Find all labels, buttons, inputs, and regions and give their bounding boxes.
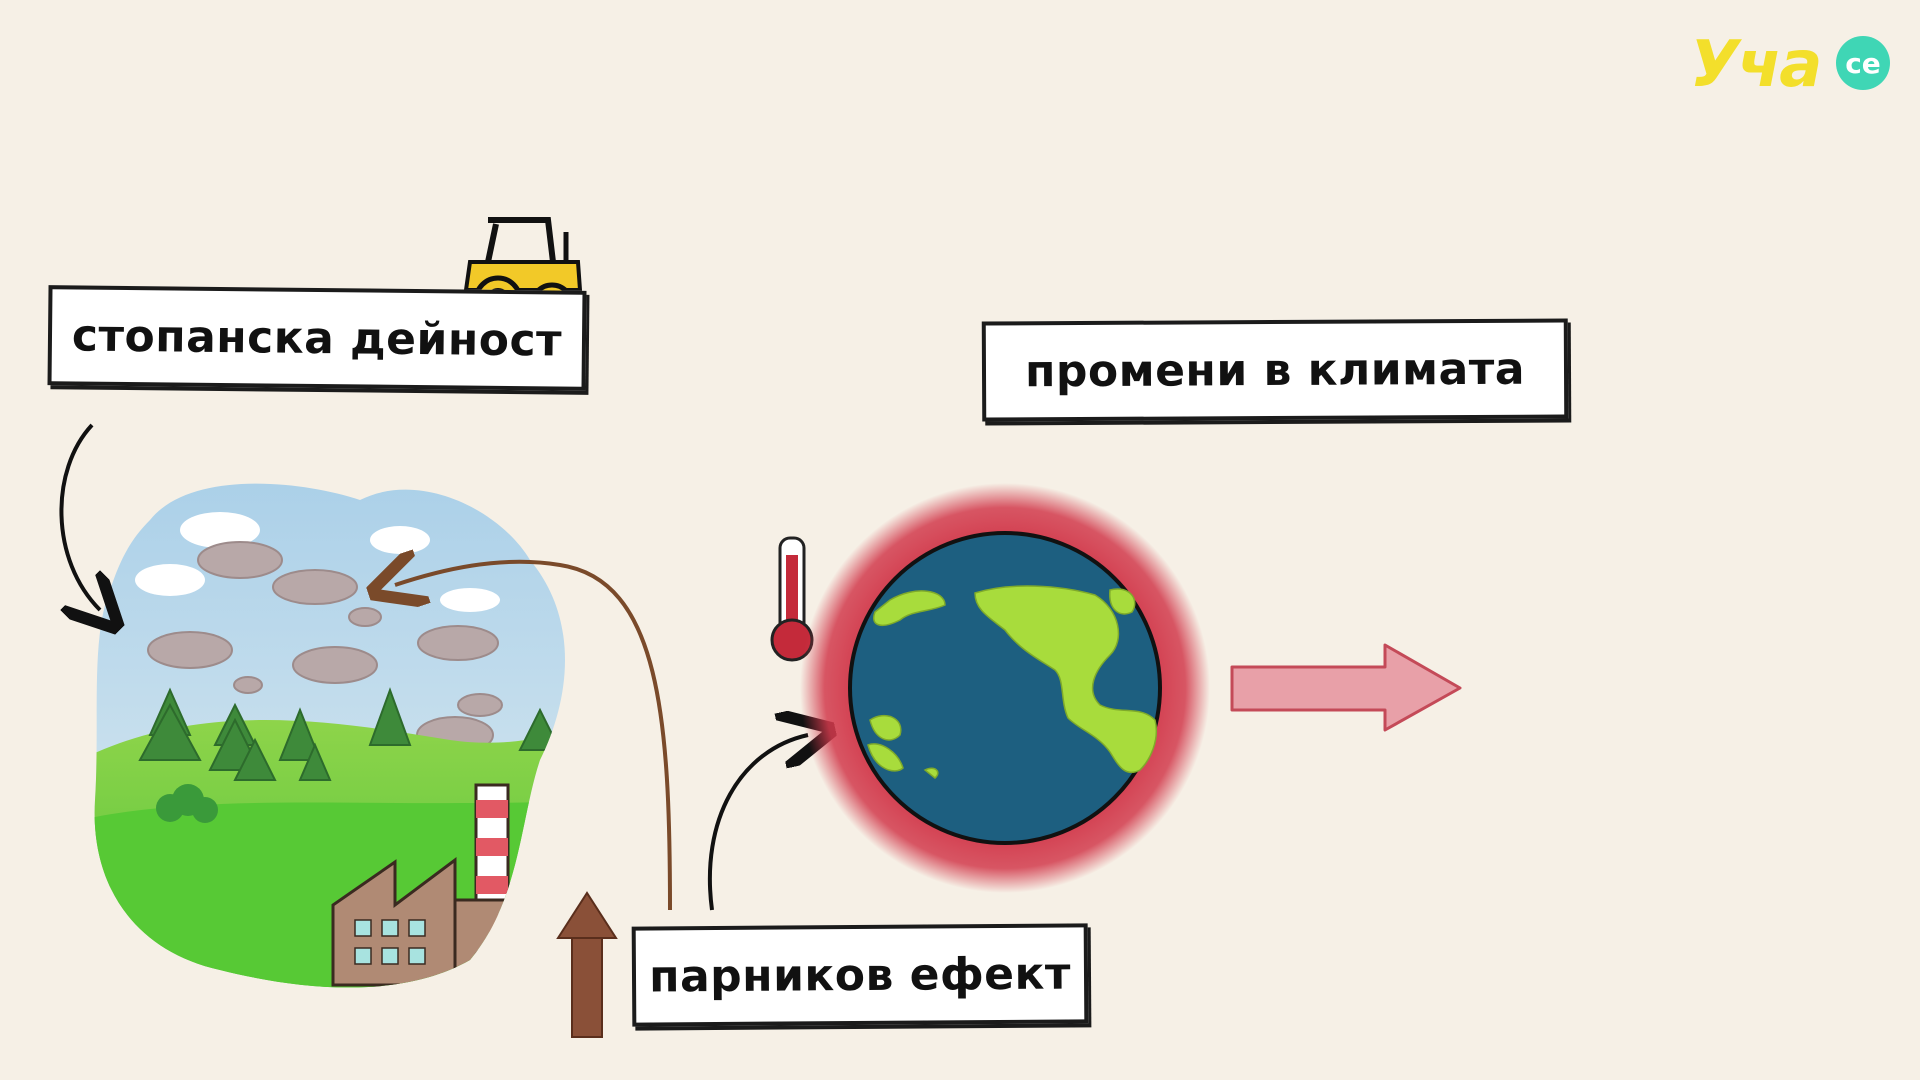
label-greenhouse-effect: парников ефект xyxy=(631,923,1089,1027)
label-economic-activity: стопанска дейност xyxy=(47,285,587,391)
arrow-greenhouse-to-earth xyxy=(707,735,808,911)
thermometer-icon xyxy=(770,536,814,662)
label-greenhouse-effect-text: парников ефект xyxy=(648,948,1072,1002)
earth-icon xyxy=(848,531,1162,845)
logo-badge-text: се xyxy=(1845,46,1881,80)
arrow-economic-to-landscape xyxy=(59,423,100,610)
polluted-landscape-illustration xyxy=(94,483,565,988)
label-climate-change: промени в климата xyxy=(981,318,1569,422)
label-climate-change-text: промени в климата xyxy=(1024,343,1526,397)
arrow-greenhouse-to-smog xyxy=(395,562,672,911)
increase-arrow-icon xyxy=(556,891,618,1038)
logo-wordmark: Уча xyxy=(1690,28,1822,102)
logo-badge-icon: се xyxy=(1836,36,1890,90)
brand-logo[interactable]: Уча се xyxy=(1690,22,1890,112)
label-economic-activity-text: стопанска дейност xyxy=(71,309,563,367)
result-arrow-icon xyxy=(1230,643,1462,732)
